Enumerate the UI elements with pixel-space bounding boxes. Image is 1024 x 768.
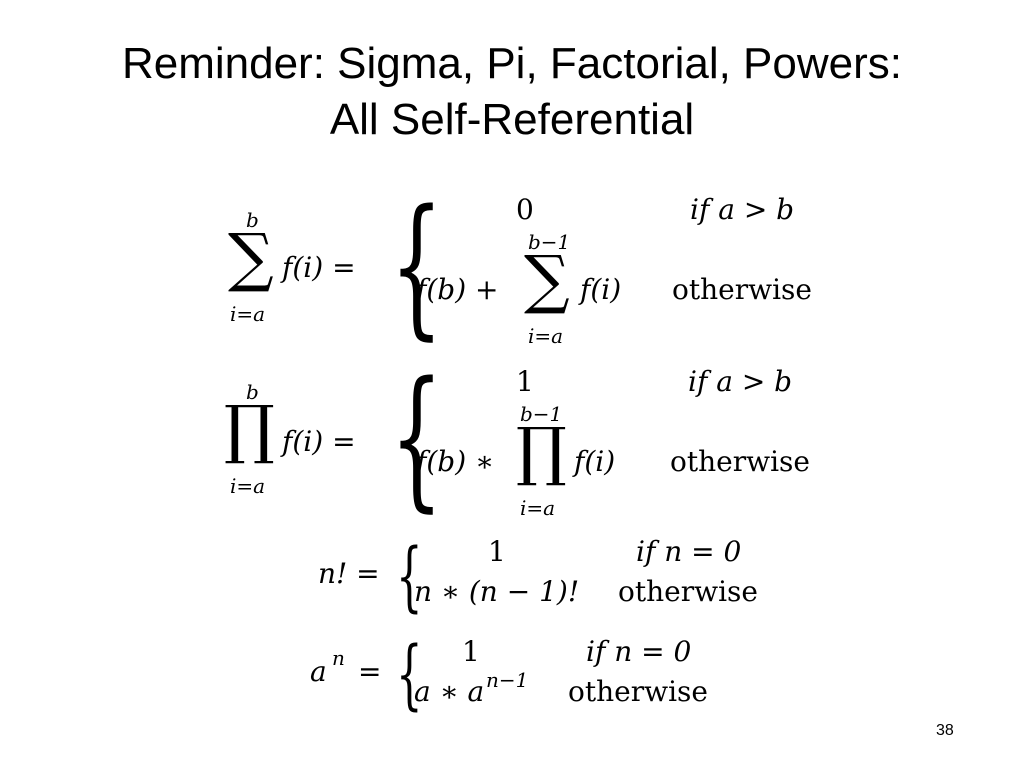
factorial-lhs: n! = [318,557,380,590]
sum-upper-limit: b [246,208,259,232]
sum-case1-value: 0 [516,193,534,226]
sum-case2-lower: i=a [528,324,564,348]
pi-inner-symbol: ∏ [516,415,567,489]
prod-case2-prefix: f(b) ∗ [416,445,495,478]
prod-case1-condition: if a > b [688,365,793,398]
factorial-case1-condition: if n = 0 [636,535,742,568]
sum-case2-condition: otherwise [672,273,812,306]
prod-case2-lower: i=a [520,496,556,520]
title-line-2: All Self-Referential [329,95,695,144]
title-line-1: Reminder: Sigma, Pi, Factorial, Powers: [121,39,903,88]
power-case2-exponent: n−1 [486,668,529,692]
sum-case2-suffix: f(i) [580,273,622,306]
power-case2-condition: otherwise [568,675,708,708]
power-case1-condition: if n = 0 [586,635,692,668]
sigma-symbol: ∑ [228,221,274,295]
prod-case2-suffix: f(i) [574,445,616,478]
prod-case2-condition: otherwise [670,445,810,478]
pi-symbol: ∏ [224,393,275,467]
sum-lower-limit: i=a [230,302,266,326]
sum-lhs: f(i) = [282,251,356,284]
prod-case1-value: 1 [516,365,534,398]
sigma-inner-symbol: ∑ [524,243,570,317]
prod-left-brace: { [390,349,444,526]
power-case2-base: a ∗ a [414,675,485,708]
power-lhs-equals: = [358,655,382,688]
factorial-case2-value: n ∗ (n − 1)! [414,575,580,608]
slide-title: Reminder: Sigma, Pi, Factorial, Powers: … [0,36,1024,148]
prod-case2-upper: b−1 [520,402,563,426]
power-case1-value: 1 [462,635,480,668]
factorial-left-brace: { [396,531,423,620]
factorial-case1-value: 1 [488,535,506,568]
factorial-case2-condition: otherwise [618,575,758,608]
power-lhs-base: a [310,655,327,688]
power-left-brace: { [396,629,423,718]
prod-upper-limit: b [246,380,259,404]
sum-case2-upper: b−1 [528,230,571,254]
prod-lower-limit: i=a [230,474,266,498]
sum-case1-condition: if a > b [690,193,795,226]
sum-case2-prefix: f(b) + [416,273,499,306]
prod-lhs: f(i) = [282,425,356,458]
page-number: 38 [936,722,954,739]
sum-left-brace: { [390,177,444,354]
power-lhs-exponent: n [332,646,345,670]
